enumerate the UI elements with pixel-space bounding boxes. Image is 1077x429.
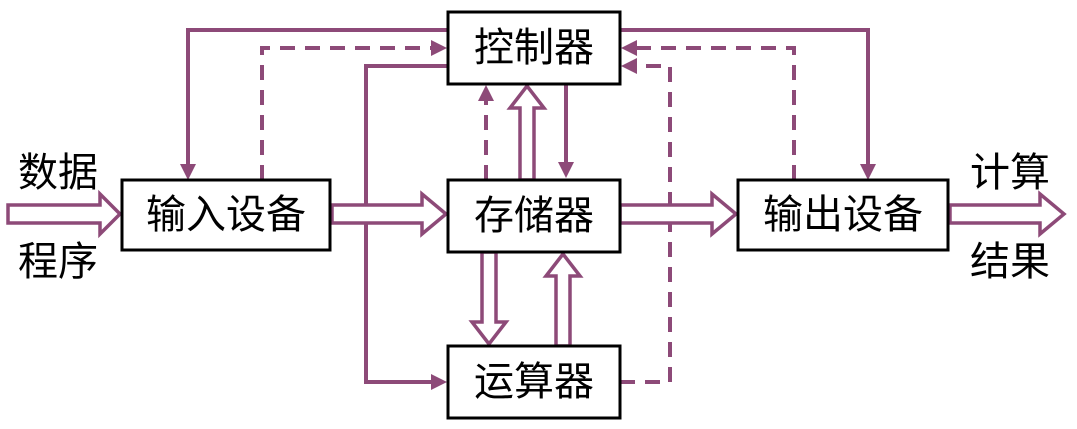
controller-label: 控制器 xyxy=(474,25,594,71)
controller-to-input-arrowhead xyxy=(180,164,196,180)
controller-to-input-line xyxy=(186,28,448,165)
input-to-memory-arrow xyxy=(330,190,449,238)
controller-to-output-arrowhead xyxy=(860,164,876,180)
output-to-controller-arrowhead xyxy=(621,40,637,56)
input-to-controller-dashed-line xyxy=(260,46,432,180)
controller-to-alu-arrowhead xyxy=(431,374,447,390)
compute-label: 计算 xyxy=(970,150,1050,196)
output-device-label: 输出设备 xyxy=(763,192,923,238)
memory-label: 存储器 xyxy=(474,193,594,239)
result-out-arrow xyxy=(948,190,1067,238)
controller-to-output-line xyxy=(620,28,870,165)
input-device-label: 输入设备 xyxy=(146,192,306,238)
alu-box xyxy=(446,344,622,420)
controller-to-memory-arrowhead xyxy=(558,162,574,178)
memory-to-output-arrow xyxy=(618,190,739,238)
alu-to-memory-arrow xyxy=(542,251,584,348)
input-device-node: 输入设备 xyxy=(120,178,332,252)
alu-label: 运算器 xyxy=(474,359,594,405)
input-to-controller-arrowhead xyxy=(431,40,447,56)
memory-to-controller-arrowhead xyxy=(478,85,494,101)
output-device-box xyxy=(736,178,950,252)
controller-box xyxy=(446,10,622,86)
data-label: 数据 xyxy=(18,150,98,196)
memory-node: 存储器 xyxy=(446,178,622,254)
alu-node: 运算器 xyxy=(446,344,622,420)
memory-to-alu-arrow xyxy=(468,250,510,347)
memory-to-controller-data-arrow xyxy=(506,83,548,182)
result-label: 结果 xyxy=(970,239,1050,285)
controller-node: 控制器 xyxy=(446,10,622,86)
input-device-box xyxy=(120,178,332,252)
data-program-in-arrow xyxy=(6,189,123,239)
memory-box xyxy=(446,178,622,254)
output-to-controller-dashed-line xyxy=(636,46,796,180)
data-flow-arrows xyxy=(6,83,1067,348)
alu-to-controller-arrowhead xyxy=(621,58,637,74)
output-device-node: 输出设备 xyxy=(736,178,950,252)
program-label: 程序 xyxy=(18,239,98,285)
